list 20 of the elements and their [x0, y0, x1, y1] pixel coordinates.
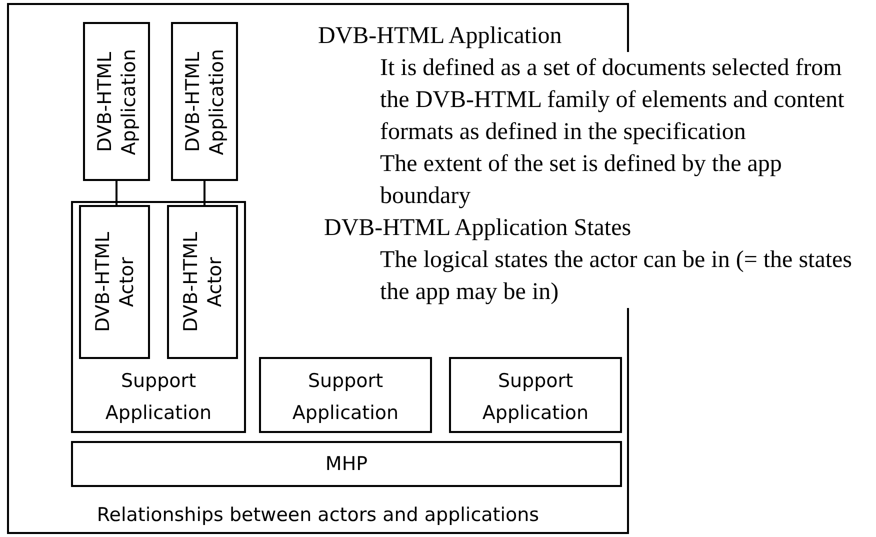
component-box — [83, 22, 150, 181]
box-label: DVB-HTML Application — [180, 47, 228, 157]
box-label: Support Application — [104, 369, 213, 426]
component-box — [449, 357, 622, 433]
diagram-caption: Relationships between actors and applications — [96, 504, 540, 526]
platform-box — [71, 441, 622, 487]
box-label: DVB-HTML Actor — [90, 230, 138, 334]
component-box — [259, 357, 432, 433]
component-box — [71, 201, 246, 433]
box-label: Support Application — [291, 369, 400, 426]
component-box — [171, 22, 238, 181]
section-heading: DVB-HTML Application States — [324, 212, 632, 244]
connector-line — [204, 181, 206, 205]
connector-line — [116, 181, 118, 205]
component-box — [79, 205, 150, 359]
box-label: DVB-HTML Application — [92, 47, 140, 157]
box-label: Support Application — [481, 369, 590, 426]
box-label: MHP — [324, 453, 369, 475]
box-label: DVB-HTML Actor — [178, 230, 226, 334]
component-box — [167, 205, 238, 359]
